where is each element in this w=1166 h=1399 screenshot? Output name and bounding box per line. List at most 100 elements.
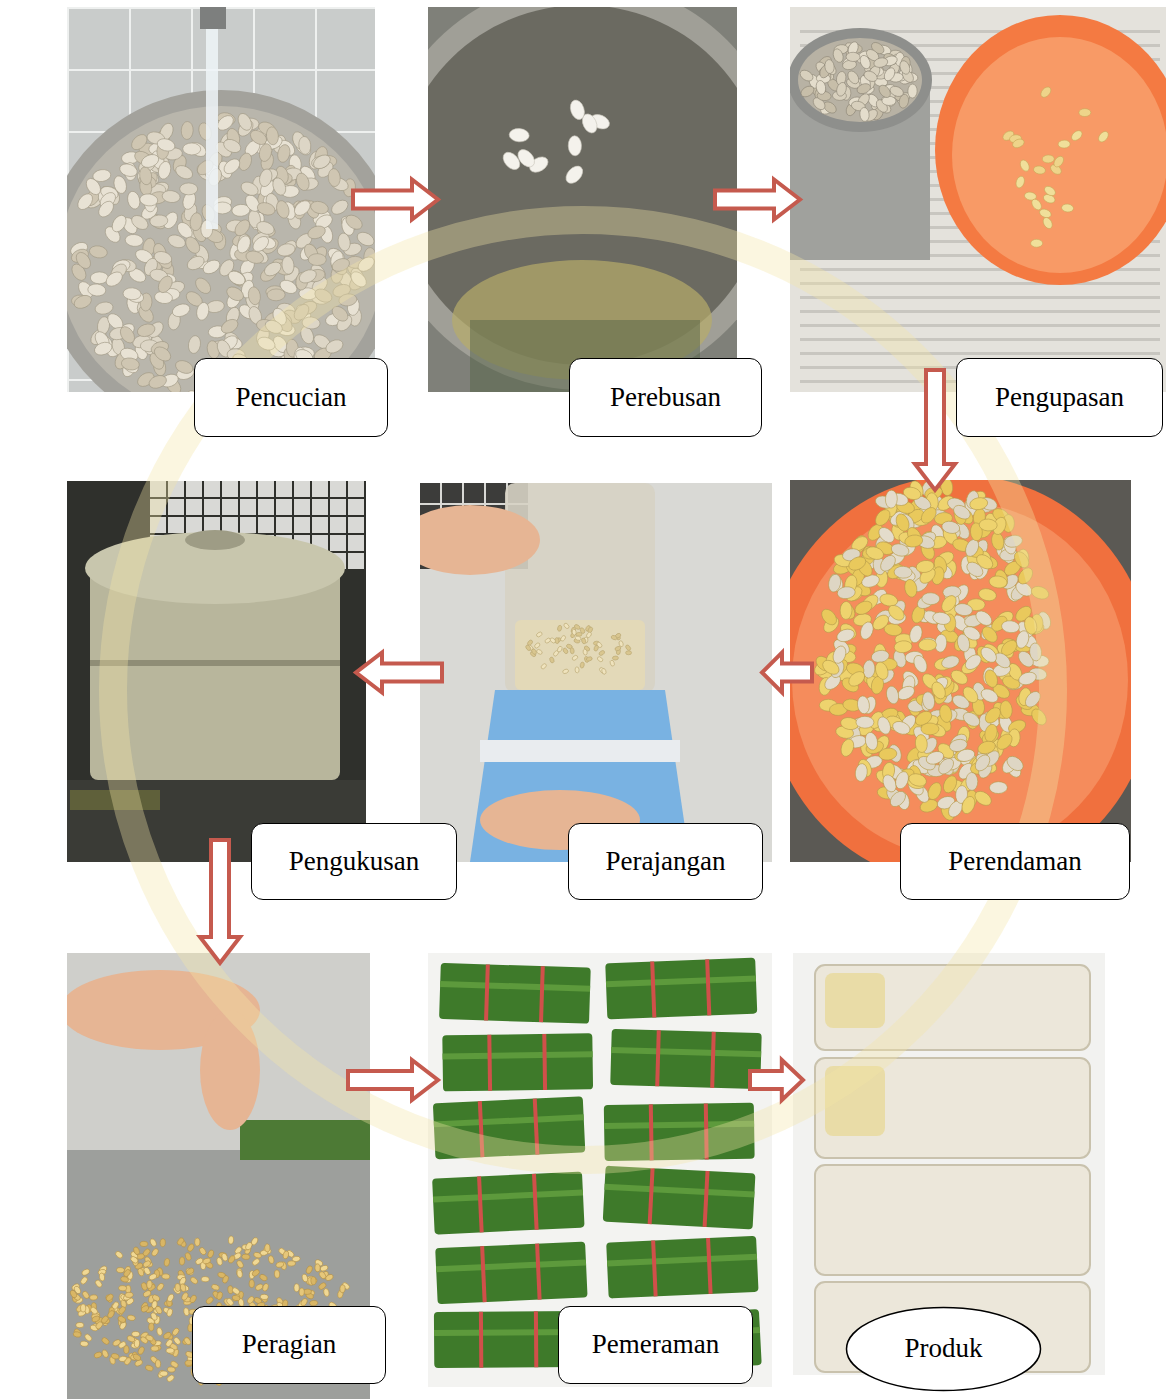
photo-shape xyxy=(330,481,346,497)
photo-shape xyxy=(434,1114,584,1127)
photo-shape xyxy=(67,69,375,71)
flow-arrow xyxy=(750,1060,803,1100)
bean xyxy=(856,695,870,714)
bean xyxy=(898,59,912,75)
bean xyxy=(324,337,345,356)
photo-shape xyxy=(312,481,328,497)
bean xyxy=(819,606,840,627)
bean xyxy=(568,136,582,156)
photo-shape xyxy=(348,481,364,497)
photo-shape xyxy=(240,517,256,533)
photo-shape xyxy=(464,483,484,503)
bean xyxy=(94,301,114,316)
photo-shape xyxy=(432,1172,584,1235)
bean xyxy=(181,121,194,140)
bean xyxy=(227,1255,236,1265)
leaf-packet xyxy=(435,1241,587,1304)
bean xyxy=(93,340,114,357)
bean xyxy=(907,772,928,789)
bean xyxy=(75,191,96,212)
bean xyxy=(101,1349,109,1358)
bean xyxy=(1079,109,1091,117)
bean xyxy=(160,1238,166,1246)
bean xyxy=(167,1366,176,1372)
bean xyxy=(142,1248,151,1257)
bean xyxy=(893,770,911,791)
leaf-packet xyxy=(605,958,757,1020)
bean xyxy=(185,253,206,272)
bean xyxy=(132,1331,140,1337)
photo-shape xyxy=(439,963,591,1024)
bean xyxy=(151,1345,160,1351)
photo-shape xyxy=(443,1051,593,1059)
bean xyxy=(343,212,365,232)
photo-shape xyxy=(186,481,202,497)
step-label: Produk xyxy=(904,1333,982,1364)
bean xyxy=(306,224,327,241)
bean xyxy=(133,1246,141,1255)
bean xyxy=(249,1280,255,1288)
photo-shape xyxy=(294,499,310,515)
photo-shape xyxy=(703,1171,710,1227)
bean xyxy=(932,611,952,627)
bean xyxy=(973,608,995,628)
photo-shape xyxy=(294,517,310,533)
bean xyxy=(136,322,157,339)
bean xyxy=(609,660,615,667)
bean xyxy=(228,1236,234,1245)
photo-shape xyxy=(435,1241,587,1304)
bean xyxy=(194,1238,200,1246)
bean xyxy=(149,214,168,228)
bean xyxy=(583,649,588,656)
label-box: Perebusan xyxy=(569,358,762,437)
bean xyxy=(111,1353,120,1360)
bean xyxy=(885,490,898,509)
photo-shape xyxy=(204,499,220,515)
process-step: Pengupasan xyxy=(790,7,1166,392)
bean xyxy=(292,198,313,219)
photo-shape xyxy=(240,481,256,497)
bean xyxy=(262,259,284,278)
photo-shape xyxy=(798,38,922,122)
photo-shape xyxy=(607,1254,757,1267)
label-ellipse: Produk xyxy=(845,1306,1042,1392)
bean xyxy=(835,627,856,644)
leaf-packet xyxy=(439,963,591,1024)
photo-shape xyxy=(258,481,274,497)
bean xyxy=(873,56,889,68)
photo-shape xyxy=(650,961,656,1017)
bean xyxy=(258,143,274,163)
step-label: Pencucian xyxy=(236,382,347,413)
bean xyxy=(149,1238,157,1248)
bean xyxy=(846,52,860,62)
bean xyxy=(311,1277,316,1285)
photo-shape xyxy=(200,7,226,29)
bean xyxy=(1041,216,1054,230)
bean xyxy=(525,644,532,651)
bean xyxy=(954,602,974,617)
bean xyxy=(978,644,999,665)
photo-shape xyxy=(487,1035,492,1091)
photo-shape xyxy=(312,517,328,533)
photo-shape xyxy=(535,1244,542,1300)
ellipse-outline xyxy=(847,1308,1041,1391)
bean xyxy=(840,601,852,619)
bean xyxy=(259,1273,269,1282)
bean xyxy=(118,162,139,179)
photo xyxy=(790,480,1131,862)
bean xyxy=(297,267,318,285)
bean xyxy=(140,1305,150,1314)
photo-shape xyxy=(186,517,202,533)
photo-shape xyxy=(706,1238,713,1294)
step-label: Perebusan xyxy=(610,382,721,413)
bean xyxy=(262,1283,270,1292)
bean xyxy=(166,1308,173,1317)
bean xyxy=(1039,85,1053,99)
bean xyxy=(831,47,845,63)
label-box: Peragian xyxy=(192,1306,386,1384)
bean xyxy=(1011,137,1025,149)
photo-shape xyxy=(222,499,238,515)
bean xyxy=(239,179,260,198)
bean xyxy=(236,1259,245,1269)
photo-shape xyxy=(258,517,274,533)
